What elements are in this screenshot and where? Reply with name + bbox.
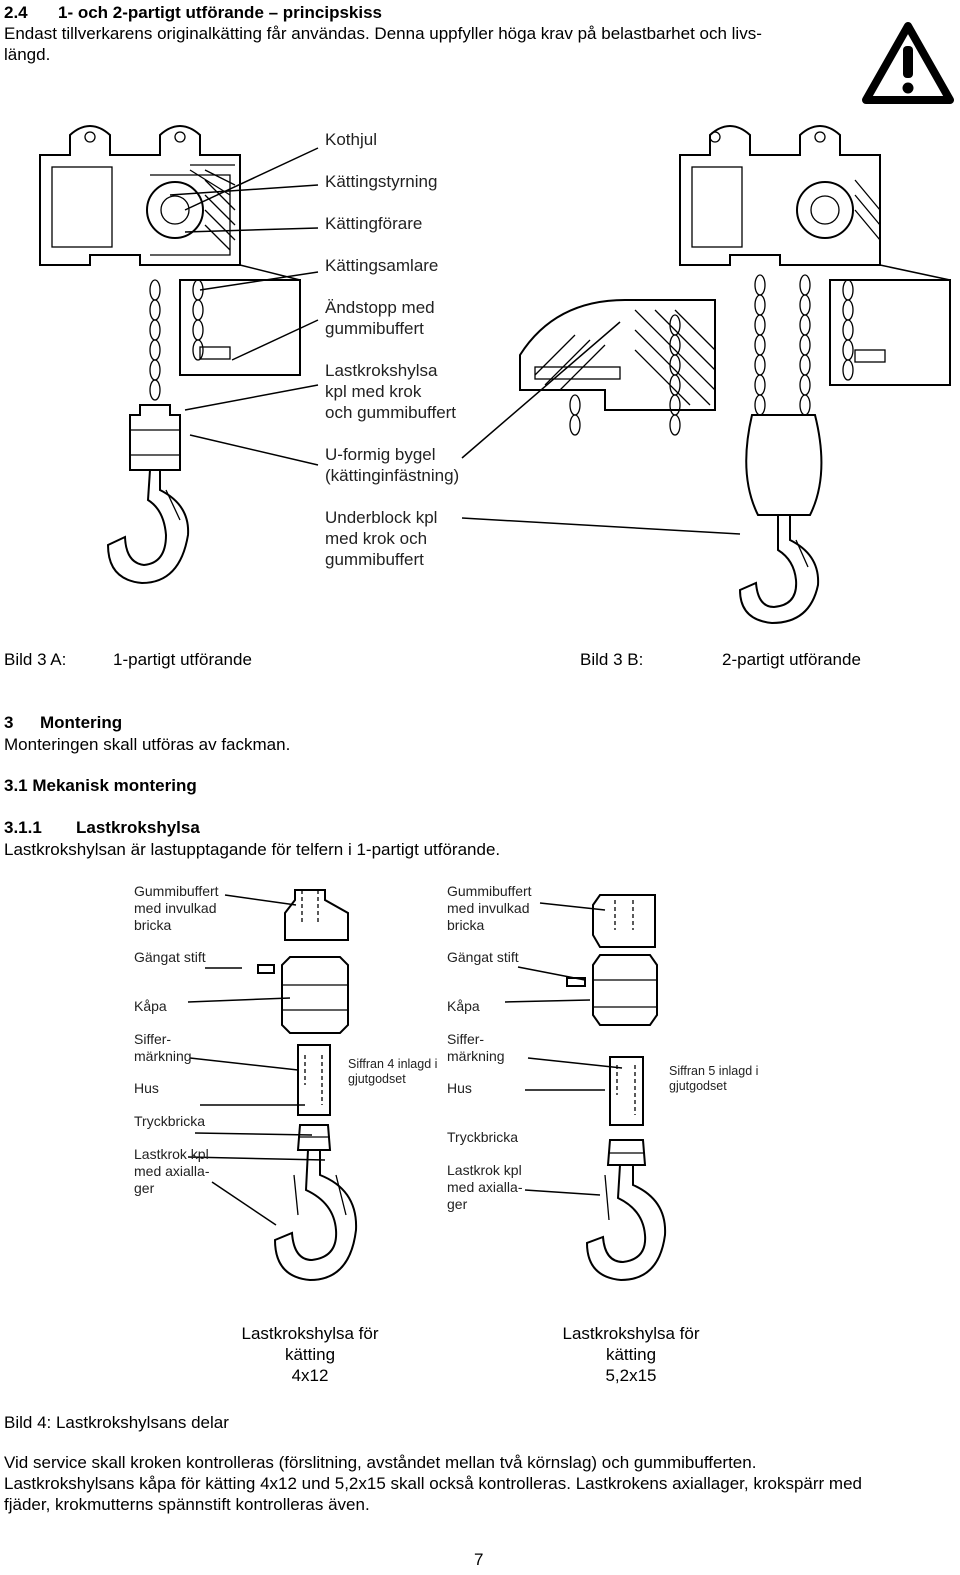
section-2-4-text-2: längd. (4, 45, 51, 64)
right-label-krok-2: med axialla- (447, 1179, 523, 1195)
page-number: 7 (474, 1550, 484, 1569)
right-label-gummi-1: Gummibuffert (447, 883, 532, 899)
left-label-krok-2: med axialla- (134, 1163, 210, 1179)
label-kattingforare: Kättingförare (325, 214, 423, 233)
right-label-siffer-2: märkning (447, 1048, 505, 1064)
label-lastkrokshylsa-3: och gummibuffert (325, 403, 457, 422)
label-lastkrokshylsa-2: kpl med krok (325, 382, 422, 401)
service-text-1: Vid service skall kroken kontrolleras (f… (4, 1453, 757, 1472)
label-lastkrokshylsa-1: Lastkrokshylsa (325, 361, 438, 380)
label-u-bygel-2: (kättinginfästning) (325, 466, 460, 485)
right-label-gummi-2: med invulkad (447, 900, 530, 916)
right-label-gummi-3: bricka (447, 917, 485, 933)
chain-anchor-detail-illustration (519, 299, 716, 436)
right-note-1: Siffran 5 inlagd i (669, 1064, 759, 1078)
left-label-gummi-1: Gummibuffert (134, 883, 219, 899)
label-underblock-2: med krok och (325, 529, 428, 548)
section-3-text: Monteringen skall utföras av fackman. (4, 735, 291, 754)
section-3-number: 3 (4, 713, 14, 732)
right-label-stift: Gängat stift (447, 949, 519, 965)
caption-4x12-1: Lastkrokshylsa för (241, 1324, 379, 1343)
hoist-1-part-illustration (39, 125, 301, 585)
left-label-kapa: Kåpa (134, 998, 167, 1014)
label-kattingsamlare: Kättingsamlare (325, 256, 439, 275)
caption-5x15-3: 5,2x15 (605, 1366, 657, 1385)
caption-3a-text: 1-partigt utförande (113, 650, 252, 669)
section-2-4-text-1: Endast tillverkarens originalkätting får… (4, 24, 762, 43)
left-label-siffer-2: märkning (134, 1048, 192, 1064)
right-label-hus: Hus (447, 1080, 472, 1096)
right-label-tryck: Tryckbricka (447, 1129, 519, 1145)
section-3-title: Montering (40, 713, 123, 732)
left-note-1: Siffran 4 inlagd i (348, 1057, 438, 1071)
left-label-tryck: Tryckbricka (134, 1113, 206, 1129)
caption-5x15-2: kätting (605, 1345, 657, 1364)
caption-4x12-2: kätting (284, 1345, 336, 1364)
section-3-1-1-text: Lastkrokshylsan är lastupptagande för te… (4, 840, 501, 859)
right-label-krok-1: Lastkrok kpl (447, 1162, 522, 1178)
caption-4x12-3: 4x12 (291, 1366, 329, 1385)
label-kothjul: Kothjul (325, 130, 377, 149)
left-label-stift: Gängat stift (134, 949, 206, 965)
warning-triangle-icon (862, 22, 954, 104)
label-u-bygel-1: U-formig bygel (325, 445, 436, 464)
right-label-siffer-1: Siffer- (447, 1031, 485, 1047)
label-andstopp-2: gummibuffert (325, 319, 424, 338)
section-3-1-heading: 3.1 Mekanisk montering (4, 776, 197, 795)
hoist-2-part-illustration (679, 125, 951, 625)
fig3-leader-lines (169, 147, 741, 535)
caption-bild-4: Bild 4: Lastkrokshylsans delar (4, 1413, 229, 1432)
section-3-1-1-number: 3.1.1 (4, 818, 42, 837)
caption-3b-label: Bild 3 B: (580, 650, 644, 669)
left-label-gummi-3: bricka (134, 917, 172, 933)
section-3-1-1-title: Lastkrokshylsa (76, 818, 200, 837)
right-note-2: gjutgodset (669, 1079, 727, 1093)
section-2-4-title: 1- och 2-partigt utförande – principskis… (58, 3, 383, 22)
left-label-hus: Hus (134, 1080, 159, 1096)
caption-5x15-1: Lastkrokshylsa för (562, 1324, 700, 1343)
left-note-2: gjutgodset (348, 1072, 406, 1086)
left-label-gummi-2: med invulkad (134, 900, 217, 916)
hook-sleeve-parts-5x15-illustration (566, 894, 667, 1282)
fig4-leader-lines (187, 894, 623, 1226)
label-andstopp-1: Ändstopp med (325, 298, 435, 317)
service-text-3: fjäder, krokmutterns spännstift kontroll… (4, 1495, 370, 1514)
left-label-krok-1: Lastkrok kpl (134, 1146, 209, 1162)
section-2-4-number: 2.4 (4, 3, 28, 22)
label-kattingstyrning: Kättingstyrning (325, 172, 438, 191)
label-underblock-1: Underblock kpl (325, 508, 438, 527)
caption-3b-text: 2-partigt utförande (722, 650, 861, 669)
caption-3a-label: Bild 3 A: (4, 650, 67, 669)
service-text-2: Lastkrokshylsans kåpa för kätting 4x12 u… (4, 1474, 862, 1493)
right-label-kapa: Kåpa (447, 998, 480, 1014)
label-underblock-3: gummibuffert (325, 550, 424, 569)
left-label-siffer-1: Siffer- (134, 1031, 172, 1047)
left-label-krok-3: ger (134, 1180, 155, 1196)
right-label-krok-3: ger (447, 1196, 468, 1212)
